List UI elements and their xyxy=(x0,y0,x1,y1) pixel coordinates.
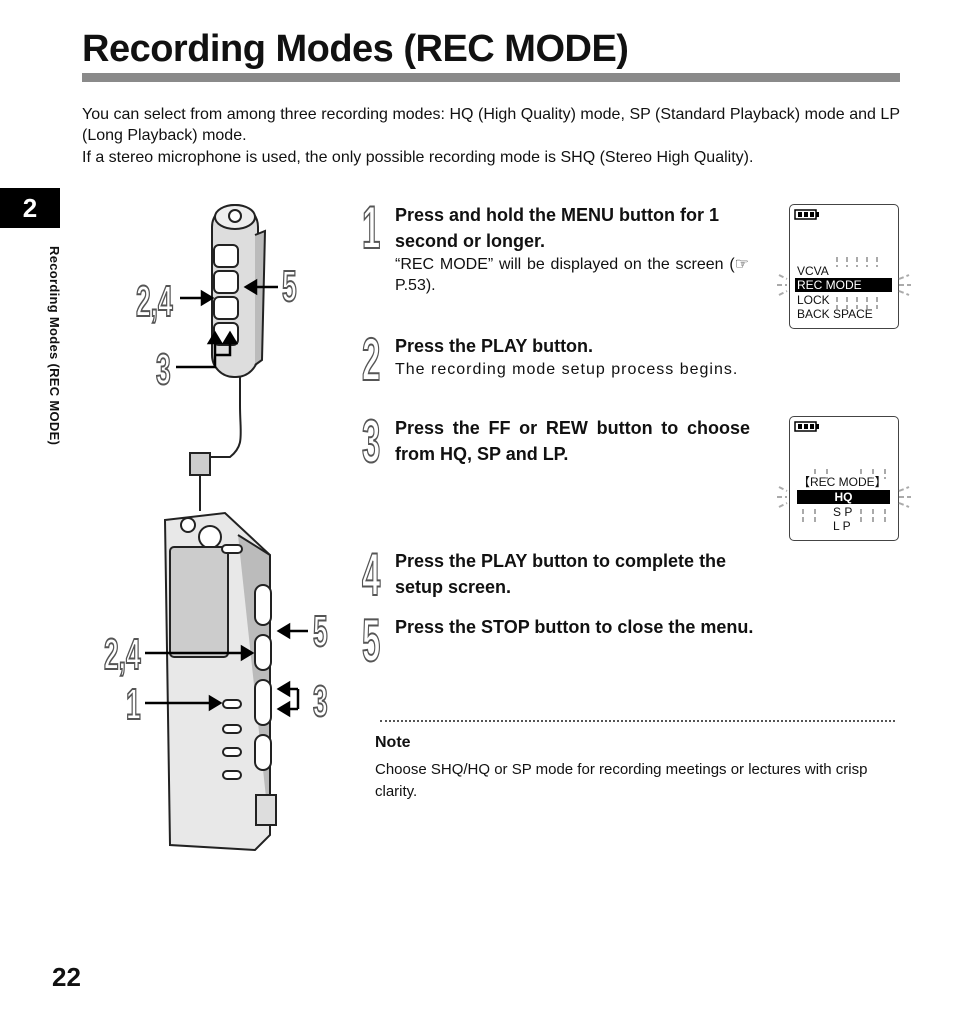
device-illustration xyxy=(145,204,308,852)
lcd-option: L P xyxy=(833,519,851,533)
step-4-heading: Press the PLAY button to complete the se… xyxy=(395,551,727,597)
key-rew: REW xyxy=(545,418,588,438)
lcd-menu-item-selected: REC MODE xyxy=(795,278,892,292)
callout-mic-play: 2,4 xyxy=(135,277,173,326)
key-ff: FF xyxy=(488,418,511,438)
page-number: 22 xyxy=(52,962,81,992)
lcd-screen-rec-mode: 【REC MODE】 HQ S P L P xyxy=(789,416,899,541)
mic-arrows xyxy=(176,278,278,369)
step-1-heading: Press and hold the MENU button for 1 sec… xyxy=(395,205,720,251)
step-1-number: 1 xyxy=(361,194,381,261)
key-menu: MENU xyxy=(561,205,615,225)
key-play: PLAY xyxy=(481,336,528,356)
title-rule xyxy=(82,73,900,82)
battery-icon xyxy=(794,421,819,432)
callout-rec-menu: 1 xyxy=(125,680,141,729)
chapter-tab: 2 xyxy=(0,188,60,228)
step-3-heading: Press the FF or REW button to choose fro… xyxy=(395,418,750,464)
battery-icon xyxy=(794,209,819,220)
step-5-heading: Press the STOP button to close the menu. xyxy=(395,617,754,637)
step-2-body: The recording mode setup process begins. xyxy=(395,361,739,378)
note-title: Note xyxy=(375,734,411,751)
key-stop: STOP xyxy=(481,617,530,637)
callout-rec-stop: 5 xyxy=(312,607,328,656)
callout-rec-play: 2,4 xyxy=(103,630,141,679)
lcd-option-selected: HQ xyxy=(797,490,890,504)
step-1-body: “REC MODE” will be displayed on the scre… xyxy=(395,256,749,294)
lcd-header: 【REC MODE】 xyxy=(798,475,887,489)
intro-paragraph: You can select from among three recordin… xyxy=(82,106,900,144)
intro-stereo-note: If a stereo microphone is used, the only… xyxy=(82,149,754,166)
recorder-illustration xyxy=(163,511,277,852)
step-5-number: 5 xyxy=(361,607,381,674)
note-text: Choose SHQ/HQ or SP mode for recording m… xyxy=(375,761,868,800)
blink-indicator-icon xyxy=(777,469,911,523)
callout-rec-ffrew: 3 xyxy=(312,677,328,726)
side-label: Recording Modes (REC MODE) xyxy=(47,246,62,446)
step-3-number: 3 xyxy=(361,408,381,475)
callout-mic-ffrew: 3 xyxy=(155,345,171,394)
step-2-heading: Press the PLAY button. xyxy=(395,336,594,356)
lcd-menu-item: BACK SPACE xyxy=(797,307,873,321)
step-4-number: 4 xyxy=(361,541,381,608)
key-play: PLAY xyxy=(481,551,528,571)
note-divider xyxy=(380,720,895,722)
lcd-screen-menu: VCVA REC MODE LOCK BACK SPACE xyxy=(789,204,899,329)
microphone-illustration xyxy=(189,204,267,511)
callout-mic-stop: 5 xyxy=(281,262,297,311)
page-title: Recording Modes (REC MODE) xyxy=(82,28,629,70)
recorder-arrows xyxy=(145,622,308,718)
lcd-menu-item: LOCK xyxy=(797,293,830,307)
step-2-number: 2 xyxy=(361,326,381,393)
blink-indicator-icon xyxy=(777,257,911,309)
lcd-option: S P xyxy=(833,505,853,519)
lcd-menu-item: VCVA xyxy=(797,264,829,278)
